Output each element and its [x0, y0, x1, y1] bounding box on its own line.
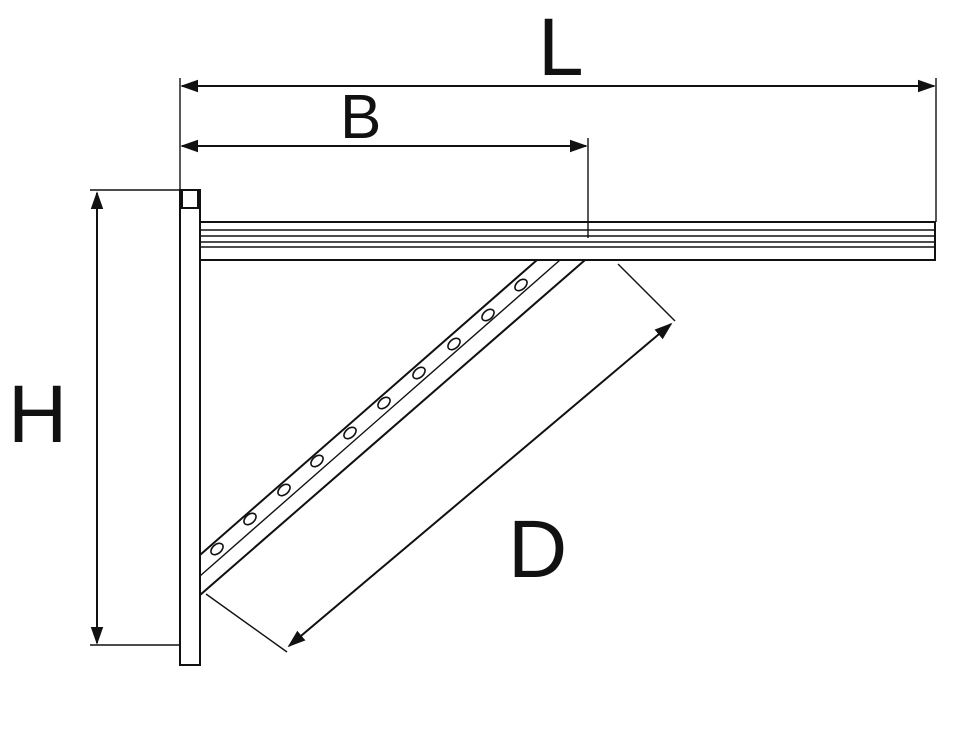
horizontal-arm	[199, 221, 936, 261]
dimension-h: H	[8, 189, 180, 646]
wall-plate	[179, 189, 201, 666]
dimension-l-label: L	[538, 2, 584, 93]
dimension-b: B	[180, 83, 589, 238]
dimension-d-label: D	[508, 504, 567, 595]
dimension-l: L	[179, 2, 937, 222]
dimension-h-label: H	[8, 369, 67, 460]
dimension-b-label: B	[340, 83, 381, 152]
dimension-d: D	[205, 263, 676, 653]
